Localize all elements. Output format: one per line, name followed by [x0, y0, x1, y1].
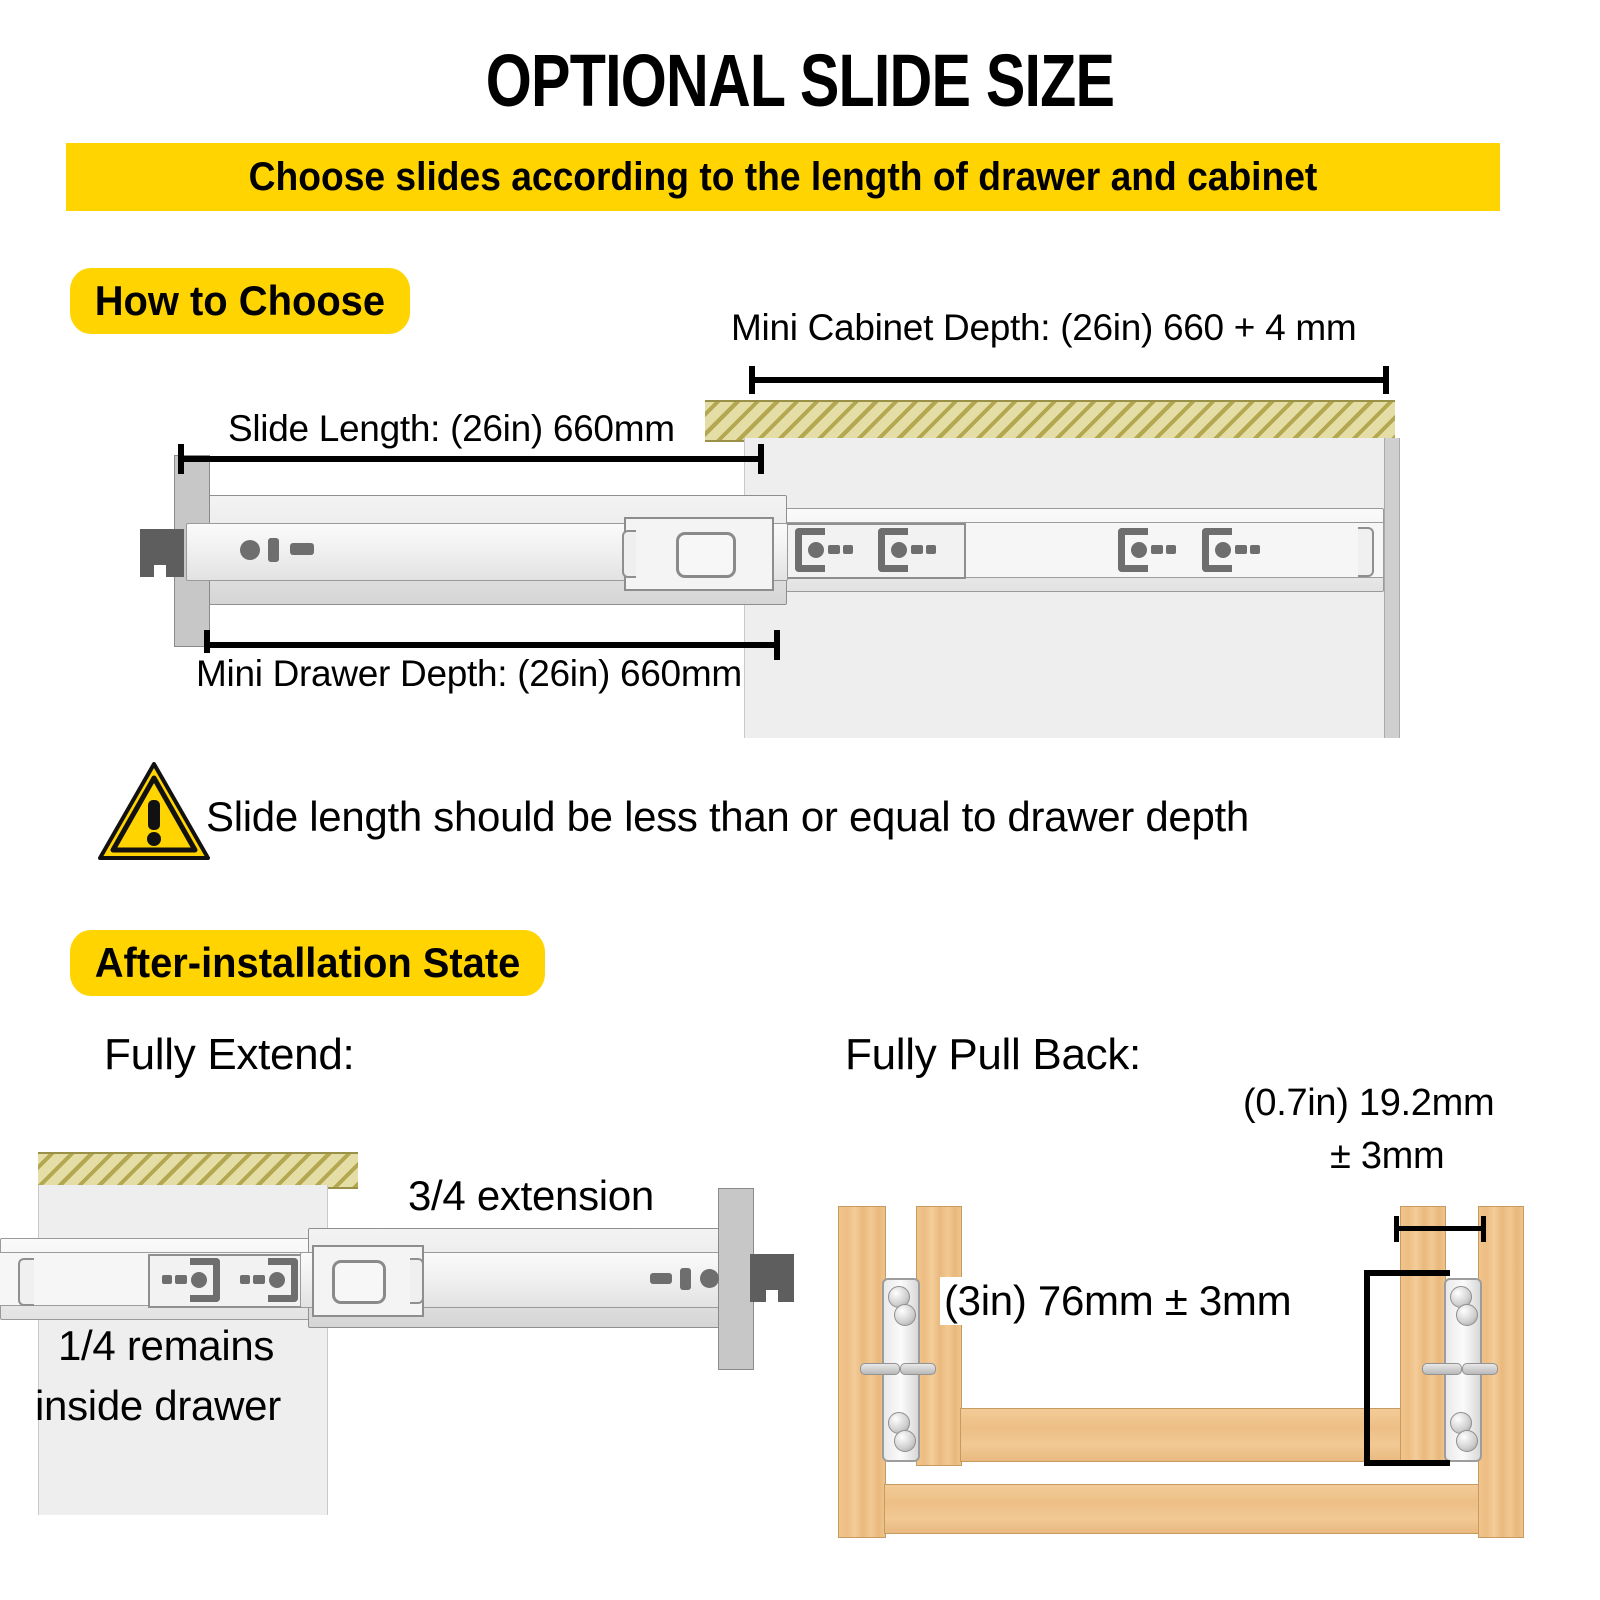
rail-release-lever-icon	[136, 525, 188, 581]
drawer-depth-label: Mini Drawer Depth: (26in) 660mm	[196, 653, 742, 695]
cabinet-bottom-board	[884, 1484, 1482, 1534]
subtitle-banner: Choose slides according to the length of…	[66, 143, 1500, 211]
gap-dimension	[1394, 1216, 1486, 1242]
cabinet-right-edge	[1384, 438, 1400, 738]
rail-edge-detent	[18, 1258, 34, 1306]
rail-hole	[680, 1268, 691, 1290]
fully-extend-diagram	[0, 1130, 800, 1550]
rail-screw-right	[1462, 1363, 1498, 1375]
section-label-after-installation: After-installation State	[70, 930, 546, 996]
gap-label-line1: (0.7in) 19.2mm	[1243, 1082, 1495, 1124]
bearing-glyph	[1118, 528, 1176, 572]
bearing-glyph	[795, 528, 853, 572]
bearing-glyph	[162, 1258, 220, 1302]
cabinet-depth-label: Mini Cabinet Depth: (26in) 660 + 4 mm	[731, 307, 1357, 348]
cabinet-top-board	[705, 400, 1395, 442]
slide-length-label: Slide Length: (26in) 660mm	[228, 408, 677, 450]
rail-height-dimension	[1116, 1270, 1450, 1466]
remains-label-line1: 1/4 remains	[58, 1322, 275, 1369]
rail-detent-spring	[1358, 527, 1374, 577]
fully-pull-back-heading: Fully Pull Back:	[845, 1030, 1141, 1079]
remains-label-line2: inside drawer	[35, 1382, 281, 1429]
rail-screw-left	[860, 1363, 900, 1375]
section-label-how-to-choose-text: How to Choose	[94, 277, 386, 324]
rail-hole	[268, 538, 279, 562]
rail-hole	[700, 1269, 719, 1288]
fully-extend-heading: Fully Extend:	[104, 1030, 355, 1079]
extended-rail-release-lever-icon	[750, 1252, 798, 1306]
rail-screw-right	[1422, 1363, 1462, 1375]
drawer-top-board	[38, 1152, 358, 1189]
subtitle-text: Choose slides according to the length of…	[248, 154, 1318, 199]
drawer-depth-dimension	[204, 630, 780, 660]
rail-hole	[290, 543, 314, 555]
gap-label-line2: ± 3mm	[1330, 1135, 1445, 1177]
extended-rail-latch-spring	[410, 1258, 424, 1304]
fully-pull-back-diagram	[800, 1180, 1600, 1600]
cabinet-depth-dimension	[749, 366, 1389, 394]
extended-rail-latch-button	[332, 1260, 386, 1304]
rail-hole	[650, 1273, 672, 1284]
drawer-side-panel-right	[1400, 1206, 1446, 1466]
section-label-how-to-choose: How to Choose	[70, 268, 410, 334]
bearing-glyph	[878, 528, 936, 572]
rail-latch-spring	[622, 530, 636, 578]
rail-latch-button	[676, 532, 736, 578]
slide-length-dimension	[178, 444, 764, 474]
section-label-after-installation-text: After-installation State	[94, 939, 521, 986]
warning-triangle-icon	[98, 762, 210, 862]
bearing-glyph	[240, 1258, 298, 1302]
extended-rail-bracket	[718, 1188, 754, 1370]
drawer-side-panel-left	[916, 1206, 962, 1466]
bearing-glyph	[1202, 528, 1260, 572]
page-title: OPTIONAL SLIDE SIZE	[485, 39, 1115, 122]
how-to-choose-diagram	[0, 300, 1600, 750]
warning-text: Slide length should be less than or equa…	[206, 793, 1249, 840]
rail-hole	[240, 540, 260, 560]
rail-height-label: (3in) 76mm ± 3mm	[940, 1277, 1296, 1325]
extension-label: 3/4 extension	[408, 1172, 654, 1219]
rail-screw-left	[900, 1363, 936, 1375]
